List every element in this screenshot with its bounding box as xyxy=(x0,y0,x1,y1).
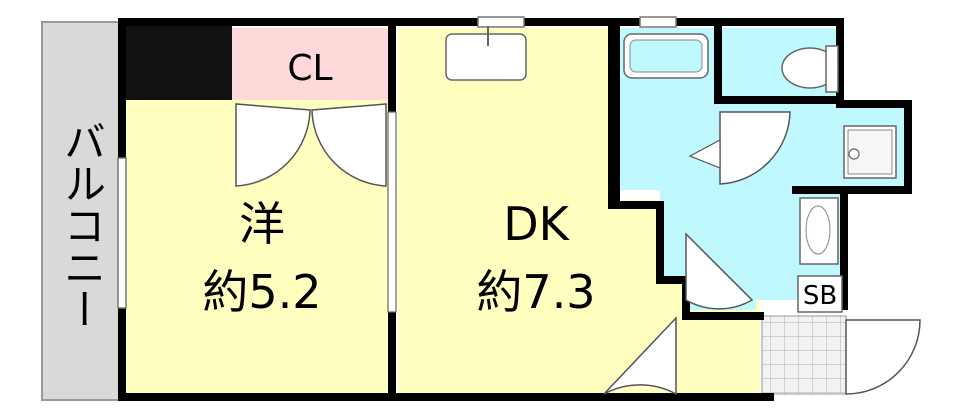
dk-room-size: 約7.3 xyxy=(476,265,595,319)
bath-door xyxy=(719,111,791,185)
balcony-area xyxy=(41,21,123,401)
sliding-door xyxy=(387,111,397,313)
washroom-door xyxy=(685,232,754,310)
closet-doors xyxy=(235,103,387,187)
western-room-name: 洋 xyxy=(239,197,285,251)
wash-basin-bowl xyxy=(805,205,831,255)
washer-inner xyxy=(847,129,893,175)
walls xyxy=(118,18,912,401)
closet-label: CL xyxy=(287,48,332,89)
toilet-tank xyxy=(825,45,839,93)
washer-drain xyxy=(848,148,860,160)
dining-kitchen-room xyxy=(398,28,610,393)
shoe-box-label: SB xyxy=(803,281,837,311)
kitchen-counter xyxy=(445,33,527,81)
wall-block xyxy=(614,26,620,206)
western-room-size: 約5.2 xyxy=(202,265,321,319)
shoe-box xyxy=(797,275,843,313)
dk-room-name: DK xyxy=(503,197,570,251)
bathtub-inner xyxy=(629,39,703,73)
closet-column xyxy=(126,26,232,100)
windows xyxy=(117,16,677,309)
closet-area xyxy=(232,28,388,100)
dk-door xyxy=(603,316,677,396)
bath-door-wedge xyxy=(688,139,721,169)
entrance-door xyxy=(845,319,921,395)
entrance-genkan xyxy=(761,315,847,395)
balcony-label: バルコニー xyxy=(58,120,107,330)
